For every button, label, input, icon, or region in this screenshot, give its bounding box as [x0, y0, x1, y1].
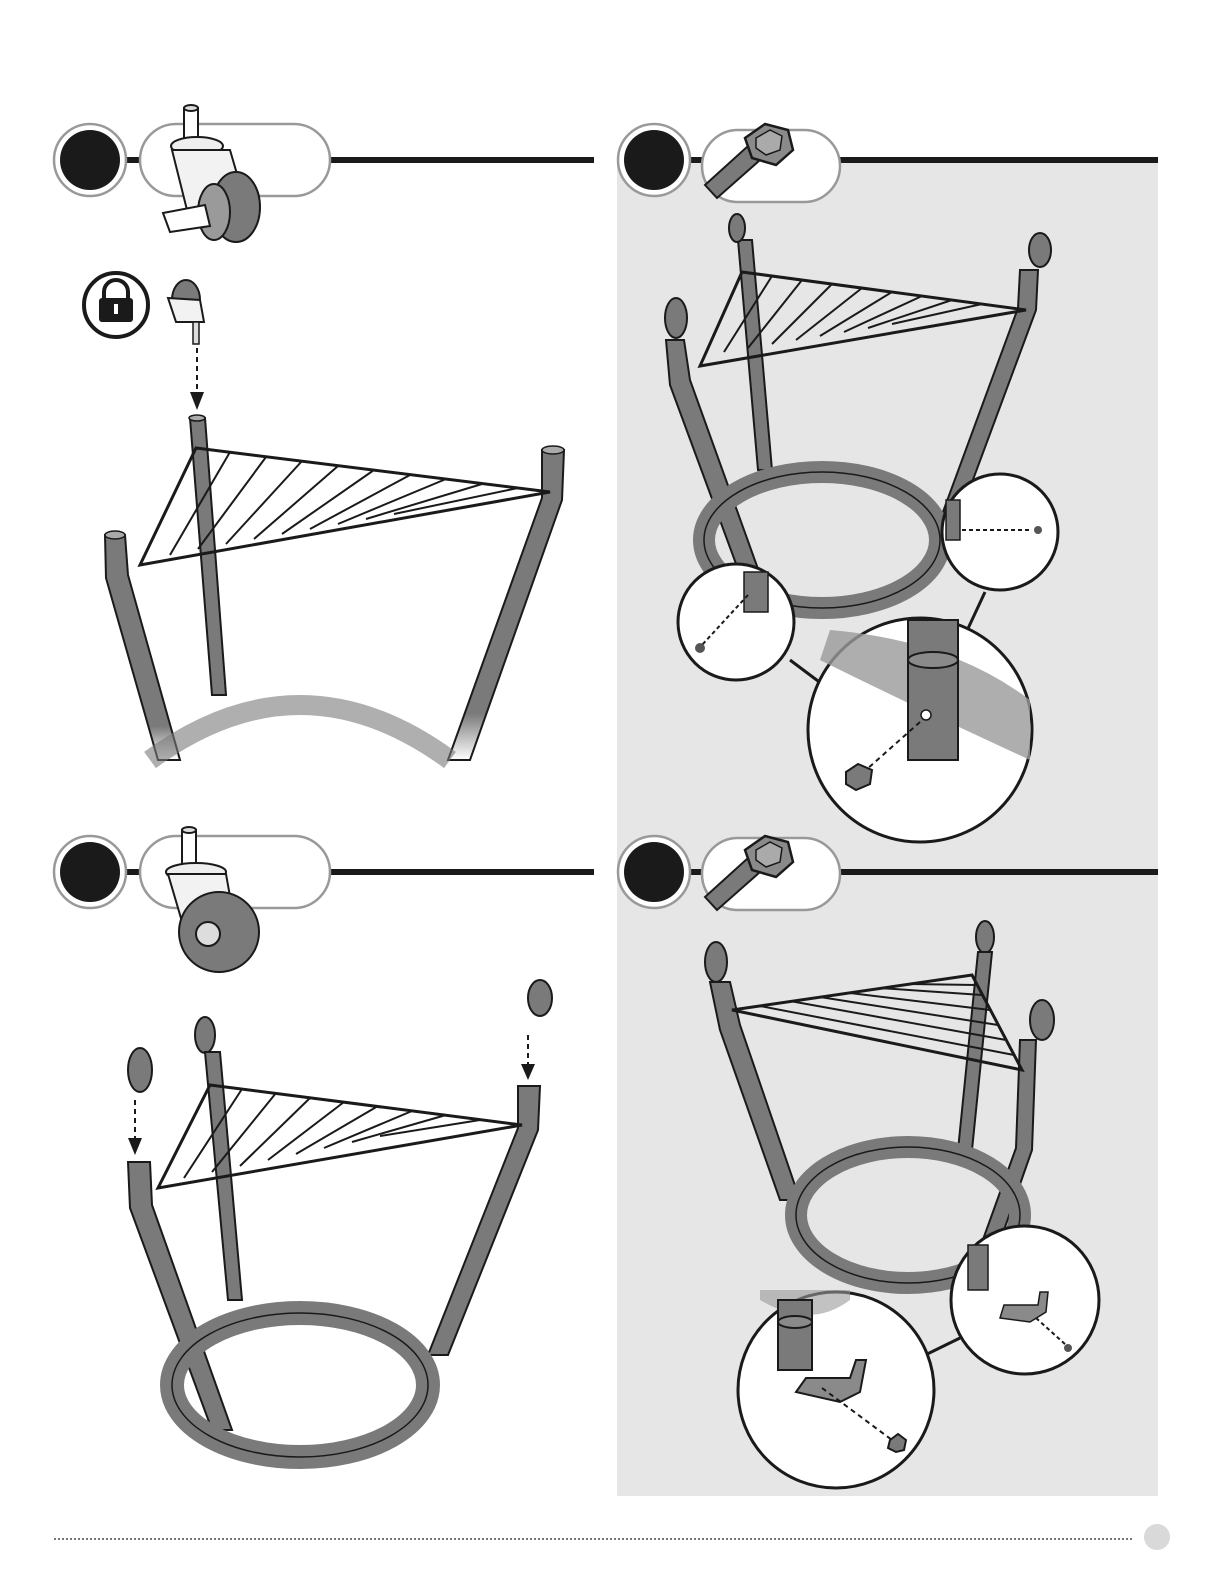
- step-a-badge: [60, 130, 120, 190]
- step-a: [54, 105, 594, 760]
- footer-divider: [54, 1538, 1132, 1540]
- step-d: [618, 836, 1158, 1488]
- step-d-badge: [624, 842, 684, 902]
- step-c-badge: [60, 842, 120, 902]
- step-b: [618, 124, 1158, 842]
- lock-icon: [84, 273, 148, 337]
- step-b-badge: [624, 130, 684, 190]
- page-number-badge: [1144, 1524, 1170, 1550]
- step-c: [54, 827, 594, 1457]
- small-locking-caster: [168, 280, 204, 344]
